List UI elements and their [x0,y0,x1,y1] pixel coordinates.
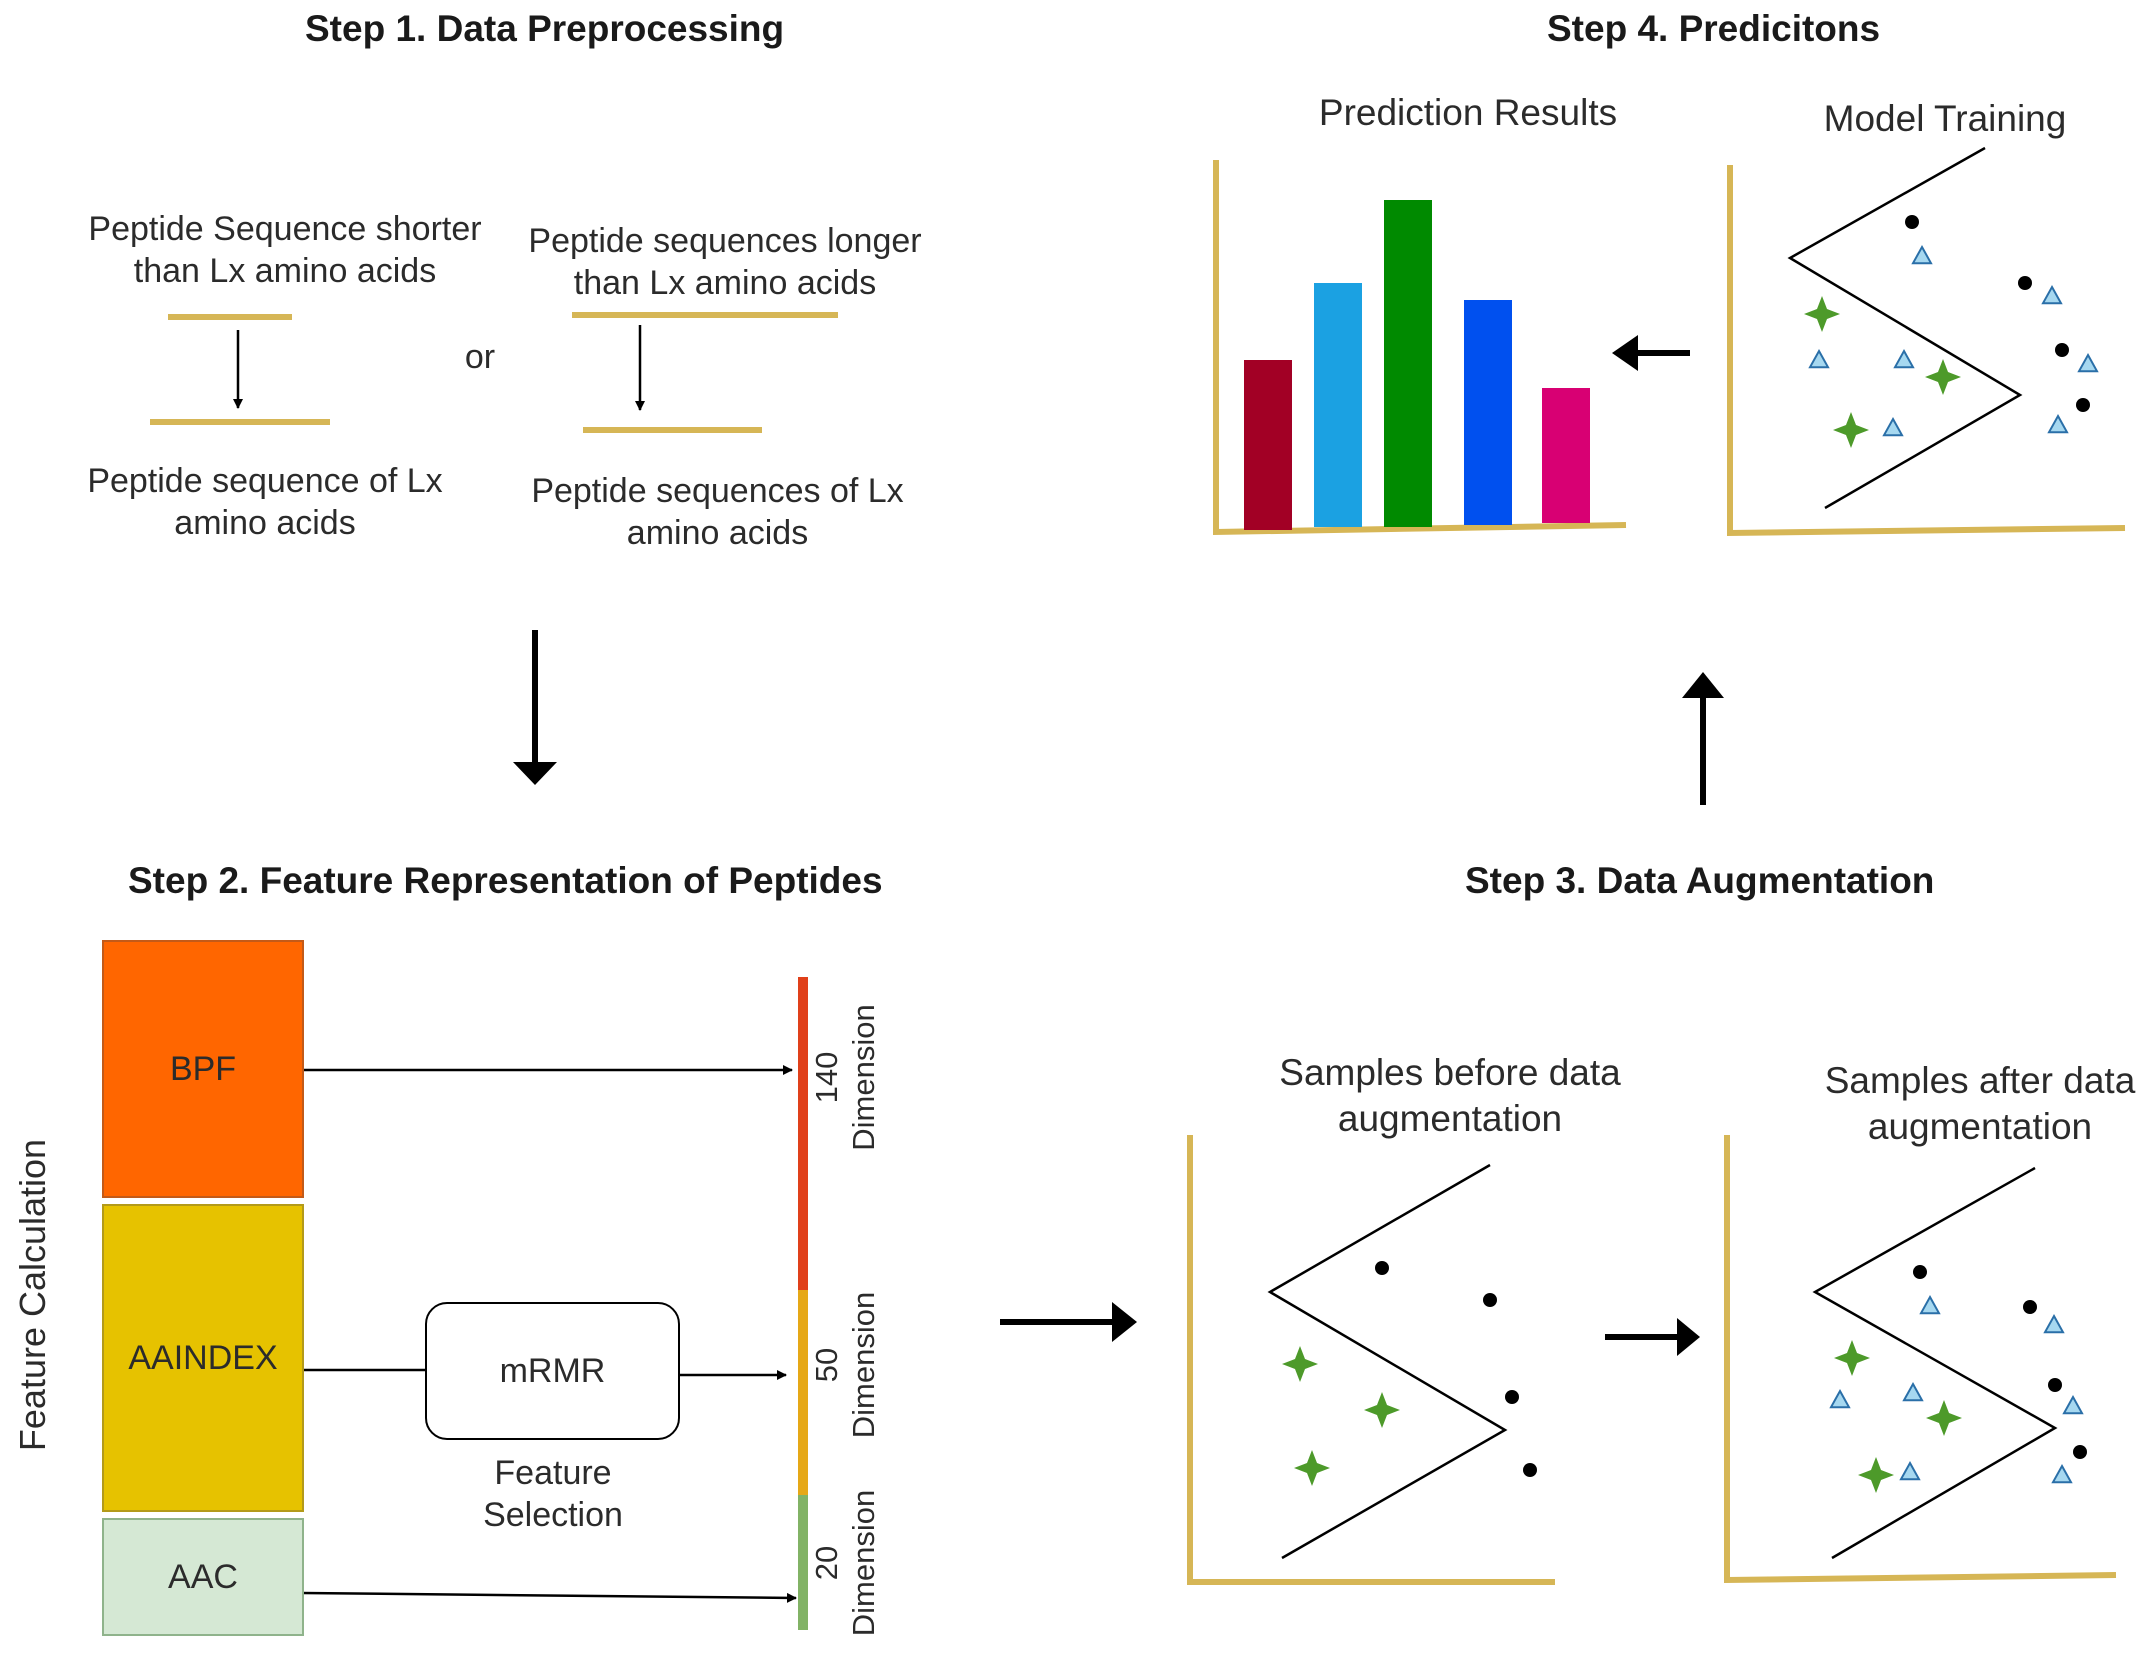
dimension-140-label: 140 Dimension [808,955,882,1200]
black-dot-icon [1375,1261,1389,1275]
green-star-icon [1282,1346,1318,1382]
dimension-50-word: Dimension [846,1291,881,1439]
dimension-50-number: 50 [809,1347,844,1383]
black-dot-icon [1483,1293,1497,1307]
dimension-140-number: 140 [809,1051,844,1104]
green-star-icon [1834,1340,1870,1376]
before-axis [1187,1135,1555,1585]
prediction-results-label: Prediction Results [1318,92,1618,133]
training-axis [1727,165,2126,537]
black-dot-icon [2023,1300,2037,1314]
triangle-icon [1899,1460,1921,1481]
after-augmentation-label: Samples after data augmentation [1824,1060,2136,1147]
triangle-icon [1829,1388,1851,1409]
after-axis [1724,1135,2117,1584]
triangle-icon [1808,348,1830,369]
or-label: or [464,338,496,376]
model-training-label: Model Training [1823,98,2067,139]
green-star-icon [1926,1400,1962,1436]
green-star-icon [1804,296,1840,332]
step4-title: Step 4. Predicitons [1547,8,1881,49]
chart-bar [1542,388,1590,523]
triangle-icon [1893,348,1915,369]
before-augmentation-label: Samples before data augmentation [1279,1052,1621,1139]
feature-calculation-label: Feature Calculation [12,1138,53,1452]
black-dot-icon [1913,1265,1927,1279]
triangle-icon [1882,416,1904,437]
step1-title: Step 1. Data Preprocessing [305,8,785,49]
triangle-icon [2041,284,2063,305]
aac-box: AAC [102,1518,304,1636]
chart-bar [1464,300,1512,525]
dimension-20-label: 20 Dimension [808,1478,882,1648]
triangle-icon [1902,1381,1924,1402]
black-dot-icon [2073,1445,2087,1459]
black-dot-icon [2076,398,2090,412]
black-dot-icon [2055,343,2069,357]
triangle-icon [2051,1463,2073,1484]
aaindex-box: AAINDEX [102,1204,304,1512]
long-sequence-label: Peptide sequences longer than Lx amino a… [528,222,922,302]
step3-title: Step 3. Data Augmentation [1465,860,1935,901]
chart-axis [1213,160,1627,536]
preprocessing-graphics [150,312,838,433]
aac-arrow [301,1591,797,1603]
prediction-results-chart [1213,160,1627,536]
bpf-box: BPF [102,940,304,1198]
triangle-icon [2047,413,2069,434]
green-star-icon [1858,1457,1894,1493]
triangle-icon [1919,1294,1941,1315]
triangle-icon [2077,352,2099,373]
dimension-50-label: 50 Dimension [808,1265,882,1465]
chart-bar [1314,283,1362,527]
dimension-20-number: 20 [809,1545,844,1581]
triangle-icon [1911,244,1933,265]
black-dot-icon [1523,1463,1537,1477]
green-star-icon [1294,1450,1330,1486]
training-boundary [1787,146,2023,510]
short-sequence-label: Peptide Sequence shorter than Lx amino a… [88,210,482,290]
green-star-icon [1925,359,1961,395]
feature-selection-label: Feature Selection [483,1454,623,1534]
black-dot-icon [1905,215,1919,229]
step2-title: Step 2. Feature Representation of Peptid… [128,860,883,901]
chart-bar [1244,360,1292,530]
feature-graphics [301,977,808,1630]
before-augmentation-panel [1187,1135,1555,1585]
triangle-icon [2062,1394,2084,1415]
green-star-icon [1364,1392,1400,1428]
short-sequence-result: Peptide sequence of Lx amino acids [87,462,443,542]
green-star-icon [1833,412,1869,448]
flow-arrows [513,335,1724,1356]
dimension-140-word: Dimension [846,1004,881,1151]
before-boundary [1267,1163,1508,1560]
after-boundary [1812,1166,2058,1560]
after-augmentation-panel [1724,1135,2117,1584]
triangle-icon [2043,1313,2065,1334]
black-dot-icon [2048,1378,2062,1392]
black-dot-icon [1505,1390,1519,1404]
black-dot-icon [2018,276,2032,290]
dimension-20-word: Dimension [846,1489,881,1637]
model-training-panel [1727,146,2126,537]
long-sequence-result: Peptide sequences of Lx amino acids [531,472,904,552]
mrmr-box: mRMR [425,1302,680,1440]
chart-bar [1384,200,1432,527]
